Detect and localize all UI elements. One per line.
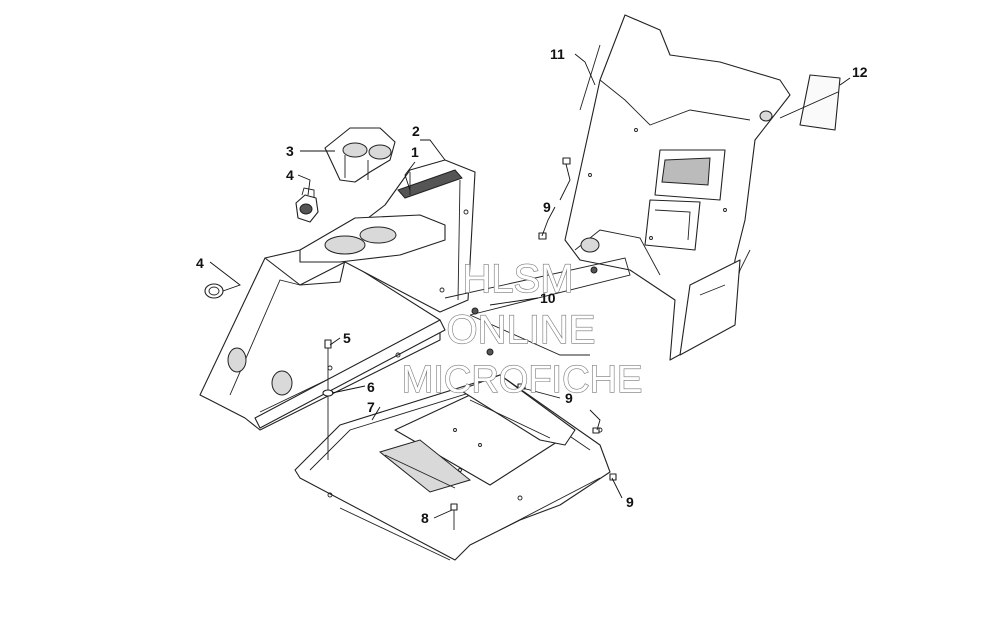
floor-pan [294,374,611,561]
callout-4-socket: 4 [286,167,294,183]
leader-lines [209,53,851,519]
cup-holder-insert [324,127,396,183]
callout-5: 5 [343,330,351,346]
screw-and-washer [322,339,334,460]
callout-9-middle: 9 [565,390,573,406]
rear-storage-panel [564,14,791,361]
callout-labels: 1 2 3 4 4 5 6 7 8 9 9 9 10 11 12 [196,46,868,526]
watermark-line-2: ONLINE [447,308,596,352]
callout-9-upper: 9 [543,199,551,215]
fasteners [471,157,617,481]
callout-2: 2 [412,123,420,139]
decal [799,74,841,131]
callout-4-ring: 4 [196,255,204,271]
power-socket [295,187,319,223]
bolt [450,503,458,530]
callout-6: 6 [367,379,375,395]
callout-10: 10 [540,290,556,306]
side-flap [679,259,741,356]
callout-1: 1 [411,144,419,160]
callout-12: 12 [852,64,868,80]
watermark: HLSM ONLINE MICROFICHE [401,256,643,401]
callout-9-lower: 9 [626,494,634,510]
callout-11: 11 [550,46,565,62]
console-front-panel [199,257,446,431]
callout-3: 3 [286,143,294,159]
socket-ring [204,283,224,299]
watermark-line-1: HLSM [462,257,573,301]
center-console [264,159,476,313]
watermark-line-3: MICROFICHE [402,359,643,401]
callout-8: 8 [421,510,429,526]
callout-7: 7 [367,399,375,415]
lower-rail [444,257,631,356]
